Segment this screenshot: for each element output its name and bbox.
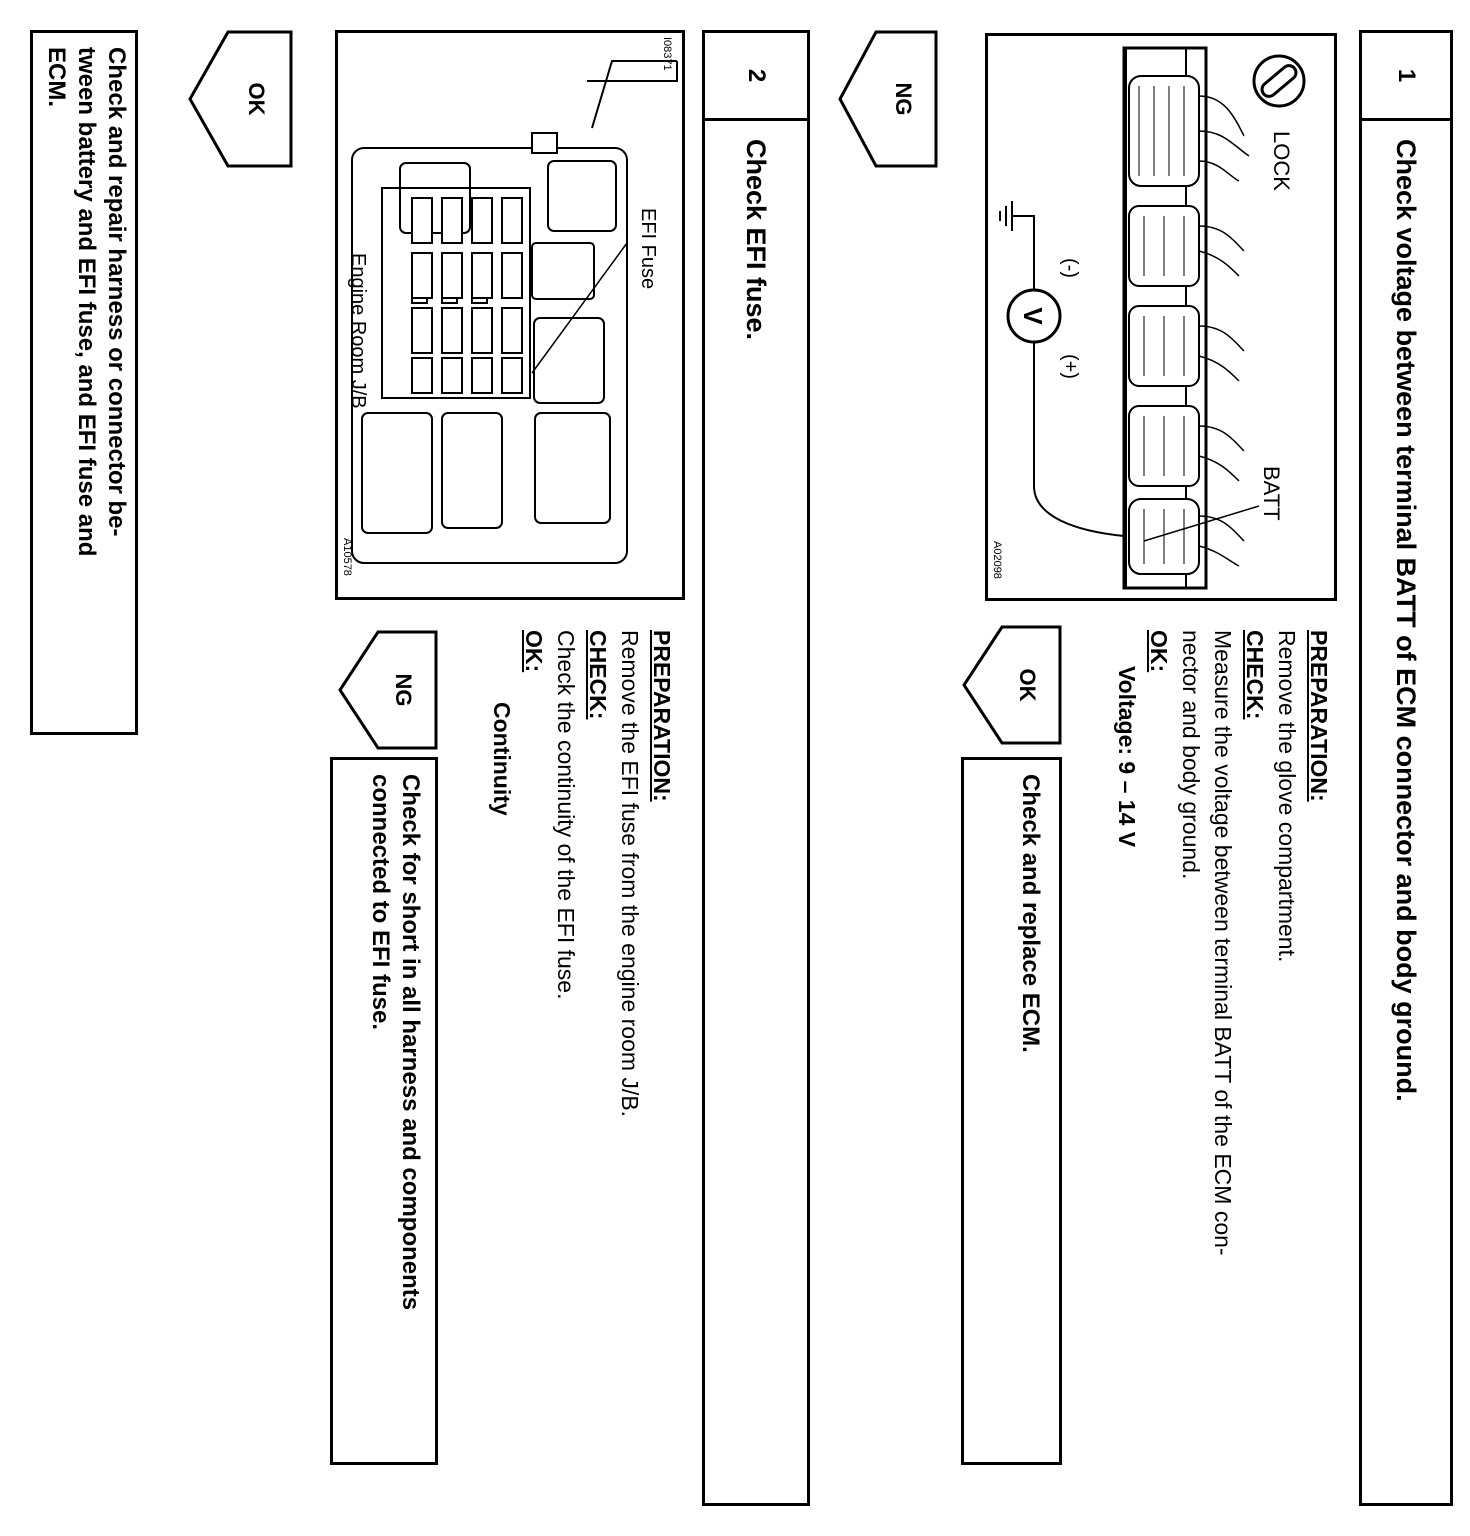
fuse-grid [411, 197, 523, 394]
ground-icon [999, 201, 1013, 231]
figure-code-a: I08371 [661, 37, 673, 71]
lock-icon [1252, 54, 1306, 108]
ng-arrow-2: NG [338, 630, 438, 750]
ng-result-2: Check for short in all harness and compo… [330, 757, 438, 1465]
ok-result-2-text-1: Check and repair harness or connector be… [103, 47, 130, 537]
step1-check-text-1: Measure the voltage between terminal BAT… [1210, 630, 1236, 1256]
step1-ok-label: OK: [1146, 630, 1172, 673]
engine-room-jb-diagram: EFI Fuse Engine Room J/B I08371 A10578 [341, 37, 678, 576]
step2-check-label: CHECK: [585, 630, 611, 720]
step2-figure: EFI Fuse Engine Room J/B I08371 A10578 [335, 30, 685, 600]
ok-result-1: Check and replace ECM. [961, 757, 1062, 1465]
ng-arrow-1: NG [838, 30, 938, 168]
lock-label: LOCK [1269, 131, 1294, 191]
step2-number: 2 [705, 33, 807, 121]
ng-result-2-text-2: connected to EFI fuse. [367, 774, 394, 1031]
ok-result-2-text-2: tween battery and EFI fuse, and EFI fuse… [73, 47, 100, 557]
step2-header: 2 Check EFI fuse. [702, 30, 810, 1506]
minus-label: (-) [1059, 258, 1081, 278]
step2-ok-value: Continuity [489, 702, 515, 816]
step1-instructions: PREPARATION: Remove the glove compartmen… [1111, 630, 1335, 1490]
jb-label: Engine Room J/B [347, 253, 369, 409]
step2-check-text: Check the continuity of the EFI fuse. [553, 630, 579, 1000]
step1-number: 1 [1362, 33, 1450, 121]
svg-text:V: V [1018, 307, 1048, 325]
step1-check-label: CHECK: [1242, 630, 1268, 720]
step1-figure: V LOCK BATT (-) (+) A02098 [985, 33, 1337, 601]
batt-label: BATT [1259, 466, 1284, 521]
relay-blocks [361, 160, 617, 534]
step2-title: Check EFI fuse. [741, 139, 772, 341]
step2-instructions: PREPARATION: Remove the EFI fuse from th… [486, 630, 678, 1490]
figure-code: A02098 [991, 541, 1003, 579]
ok-arrow-2-label: OK [244, 82, 269, 116]
ng-arrow-2-label: NG [391, 673, 416, 707]
step1-title: Check voltage between terminal BATT of E… [1391, 139, 1422, 1102]
efi-fuse-label: EFI Fuse [637, 208, 659, 289]
step1-check-text-2: nector and body ground. [1178, 630, 1204, 880]
step1-ok-value: Voltage: 9 – 14 V [1114, 666, 1140, 848]
step1-prep-text: Remove the glove compartment. [1274, 630, 1300, 963]
ecm-connector-diagram: V LOCK BATT (-) (+) A02098 [991, 46, 1306, 590]
figure-code-b: A10578 [341, 538, 353, 576]
step2-ok-label: OK: [521, 630, 547, 673]
voltmeter-icon: V [1006, 288, 1062, 344]
ok-result-2: Check and repair harness or connector be… [30, 30, 138, 735]
ok-arrow-1-label: OK [1015, 668, 1040, 702]
step2-prep-text: Remove the EFI fuse from the engine room… [617, 630, 643, 1118]
ok-arrow-2: OK [188, 30, 293, 168]
step1-prep-label: PREPARATION: [1306, 630, 1332, 802]
step2-prep-label: PREPARATION: [649, 630, 675, 802]
ok-result-1-text: Check and replace ECM. [1017, 774, 1044, 1053]
plus-label: (+) [1059, 354, 1081, 379]
step1-header: 1 Check voltage between terminal BATT of… [1359, 30, 1453, 1506]
ok-arrow-1: OK [962, 625, 1062, 745]
ng-result-2-text-1: Check for short in all harness and compo… [397, 774, 424, 1311]
ok-result-2-text-3: ECM. [43, 47, 70, 107]
ng-arrow-1-label: NG [891, 82, 916, 116]
